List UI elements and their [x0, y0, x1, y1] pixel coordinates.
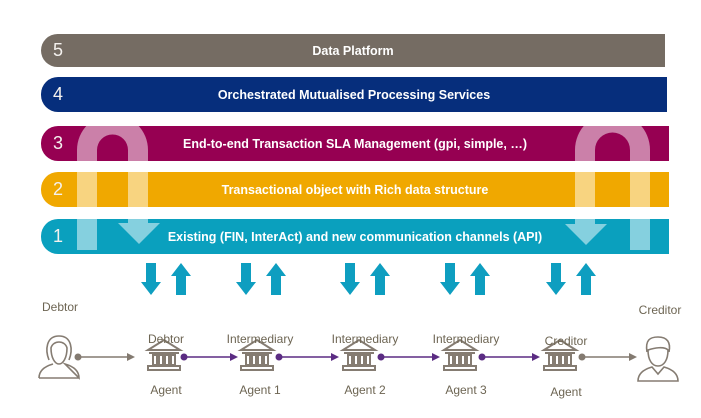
agent-label-line2: Agent 1 [239, 383, 281, 397]
io-arrows-2 [236, 263, 286, 295]
layer-number: 2 [53, 179, 64, 199]
up-arrow-icon [470, 263, 490, 295]
layer-label: Data Platform [312, 43, 394, 58]
agent-label-debtor-agent: Debtor Agent [126, 297, 206, 416]
bank-icon [237, 338, 277, 371]
layer-label: Orchestrated Mutualised Processing Servi… [217, 87, 491, 102]
down-arrow-icon [340, 263, 360, 295]
agent-label-line1: Intermediary [331, 332, 399, 346]
up-arrow-icon [171, 263, 191, 295]
agent-connector [377, 353, 440, 361]
creditor-label: Creditor [638, 303, 682, 317]
layer-number: 5 [53, 40, 64, 60]
layer-number: 3 [53, 133, 64, 153]
up-arrow-icon [576, 263, 596, 295]
layer-5-data-platform: 5 Data Platform [41, 34, 665, 67]
io-arrows-3 [340, 263, 390, 295]
agent-connector [478, 353, 540, 361]
down-arrow-icon [546, 263, 566, 295]
bank-icon [339, 338, 379, 371]
agent-label-line1: Creditor [544, 334, 588, 348]
io-arrows-5 [546, 263, 596, 295]
io-arrows-1 [141, 263, 191, 295]
agent-label-creditor-agent: Creditor Agent [526, 299, 606, 418]
layer-label: Existing (FIN, InterAct) and new communi… [167, 229, 543, 244]
agent-to-creditor-connector [578, 353, 637, 361]
layer-number: 4 [53, 84, 64, 104]
agent-label-line1: Intermediary [226, 332, 294, 346]
down-arrow-icon [440, 263, 460, 295]
agent-label-intermediary-3: Intermediary Agent 3 [424, 297, 508, 416]
woman-user-icon [38, 335, 80, 380]
agent-label-line2: Agent 2 [344, 383, 386, 397]
up-arrow-icon [266, 263, 286, 295]
agent-label-intermediary-1: Intermediary Agent 1 [218, 297, 302, 416]
layer-label: Transactional object with Rich data stru… [221, 182, 489, 197]
agent-connector [275, 353, 339, 361]
layer-4-processing-services: 4 Orchestrated Mutualised Processing Ser… [41, 77, 667, 112]
bank-icon [144, 338, 184, 371]
agent-label-line2: Agent [550, 385, 582, 399]
bank-icon [440, 338, 480, 371]
agent-label-line2: Agent [150, 383, 182, 397]
up-arrow-icon [370, 263, 390, 295]
bank-icon [540, 338, 580, 371]
agent-label-line1: Intermediary [432, 332, 500, 346]
io-arrows-4 [440, 263, 490, 295]
agent-label-line2: Agent 3 [445, 383, 487, 397]
down-arrow-icon [141, 263, 161, 295]
agent-label-line1: Debtor [147, 332, 185, 346]
layer-number: 1 [53, 226, 64, 246]
layer-label: End-to-end Transaction SLA Management (g… [182, 136, 527, 151]
agent-label-intermediary-2: Intermediary Agent 2 [323, 297, 407, 416]
man-user-icon [637, 336, 679, 382]
debtor-label: Debtor [41, 300, 79, 314]
agent-connector [180, 353, 238, 361]
debtor-to-agent-connector [74, 353, 135, 361]
down-arrow-icon [236, 263, 256, 295]
